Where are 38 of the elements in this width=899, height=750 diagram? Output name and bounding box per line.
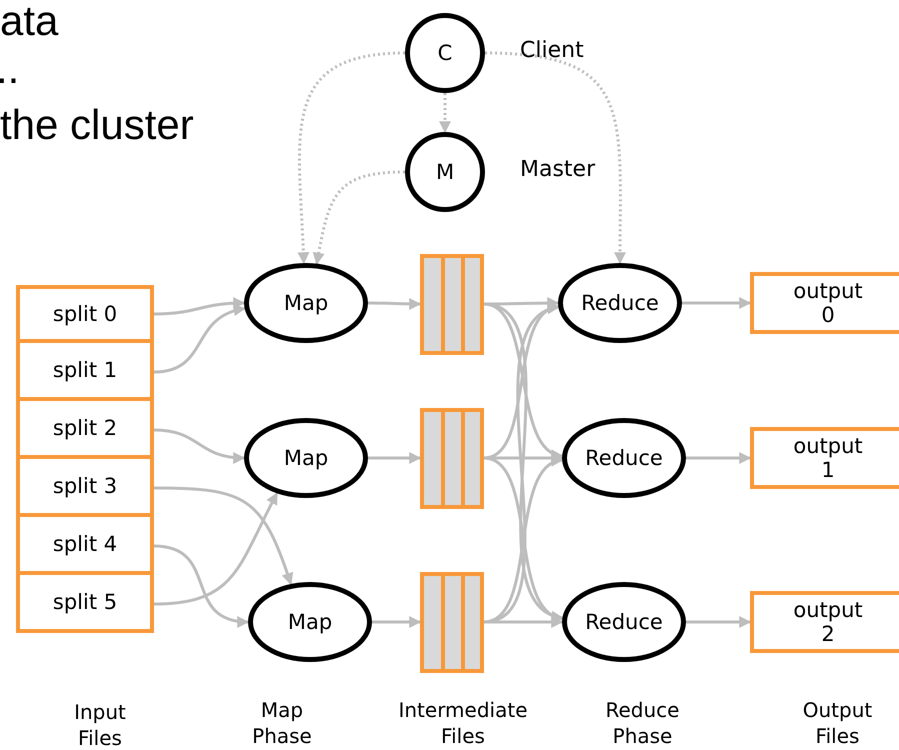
node-label: output 0 bbox=[792, 278, 864, 328]
column-caption: Map Phase bbox=[251, 697, 313, 749]
column-caption: Output Files bbox=[802, 697, 874, 749]
input-split-box bbox=[16, 459, 154, 517]
node-label: M bbox=[436, 160, 454, 184]
node-label: Reduce bbox=[581, 290, 659, 316]
node-label: Reduce bbox=[585, 610, 663, 634]
node-label: Reduce bbox=[585, 446, 663, 470]
input-split-box bbox=[16, 343, 154, 401]
node-label: Map bbox=[288, 610, 332, 634]
output-file-box bbox=[750, 272, 899, 334]
heading-text: the cluster bbox=[0, 104, 194, 146]
intermediate-file-box bbox=[420, 408, 484, 508]
input-split-box bbox=[16, 401, 154, 459]
node-caption: Master bbox=[520, 157, 596, 182]
node-label: output 1 bbox=[792, 434, 864, 482]
input-split-box bbox=[16, 575, 154, 633]
node-label: output 2 bbox=[792, 598, 864, 646]
heading-text: ata bbox=[0, 0, 58, 42]
node-label: split 0 bbox=[52, 302, 118, 326]
column-caption: Input Files bbox=[73, 699, 127, 750]
input-split-box bbox=[16, 285, 154, 343]
output-file-box bbox=[750, 591, 899, 653]
node-label: split 4 bbox=[52, 532, 118, 556]
node-label: split 3 bbox=[52, 474, 118, 498]
intermediate-file-box bbox=[420, 254, 484, 354]
node-caption: Client bbox=[520, 38, 584, 63]
node-label: Map bbox=[284, 446, 328, 470]
node-label: split 5 bbox=[52, 590, 118, 614]
intermediate-file-box bbox=[420, 572, 484, 672]
input-split-box bbox=[16, 517, 154, 575]
column-caption: Intermediate Files bbox=[397, 697, 529, 749]
node-label: Map bbox=[284, 290, 328, 316]
node-label: split 2 bbox=[52, 416, 118, 440]
output-file-box bbox=[750, 427, 899, 489]
node-label: split 1 bbox=[52, 358, 118, 382]
node-label: C bbox=[438, 40, 452, 66]
column-caption: Reduce Phase bbox=[604, 697, 680, 749]
